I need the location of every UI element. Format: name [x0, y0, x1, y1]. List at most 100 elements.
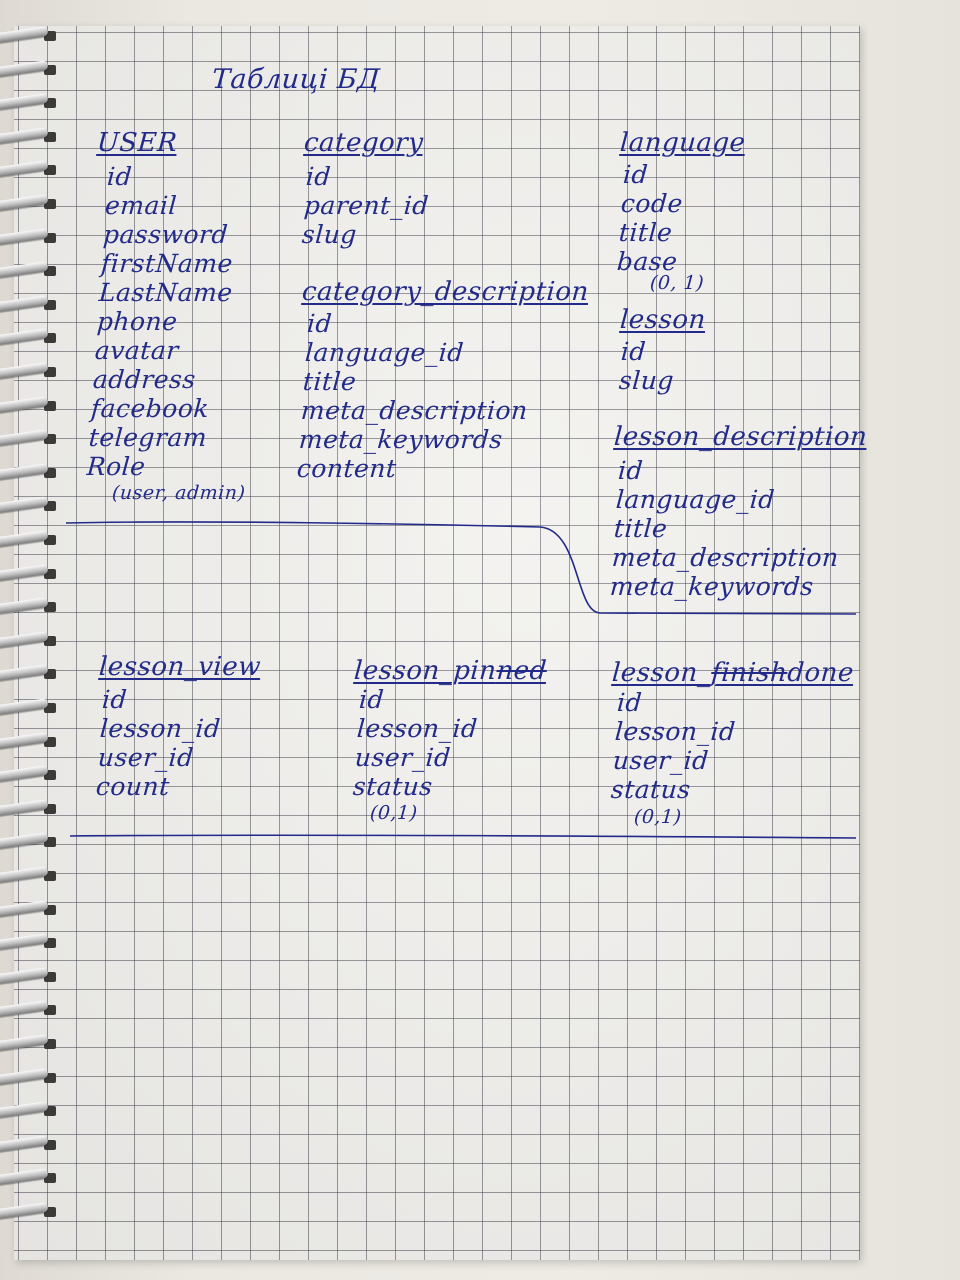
field-category-description-4: meta_keywords [297, 425, 504, 454]
field-lesson-view-1: lesson_id [99, 714, 222, 743]
punch-hole [44, 31, 56, 41]
spiral-ring [0, 26, 68, 44]
field-category-description-2: title [302, 367, 358, 396]
field-category-description-1: language_id [304, 338, 465, 367]
punch-hole [44, 1039, 56, 1049]
spiral-wire [0, 126, 49, 145]
punch-hole [44, 1139, 56, 1150]
field-lesson-pin-1: lesson_id [356, 714, 479, 743]
spiral-wire [0, 1034, 49, 1052]
spiral-wire [0, 933, 49, 952]
spiral-ring [0, 362, 68, 380]
punch-hole [44, 266, 56, 277]
field-lesson-view-0: id [101, 685, 129, 714]
field-lesson-description-4: meta_keywords [608, 572, 815, 601]
spiral-ring [0, 1067, 68, 1086]
spiral-wire [0, 93, 49, 112]
spiral-wire [0, 1101, 49, 1120]
punch-hole [44, 400, 56, 411]
table-name-category-description: category_description [300, 277, 590, 307]
spiral-wire [0, 563, 49, 582]
punch-hole [44, 232, 56, 243]
field-category-1: parent_id [302, 191, 430, 220]
spiral-ring [0, 1101, 68, 1120]
punch-hole [44, 467, 56, 478]
spiral-wire [0, 731, 49, 750]
spiral-wire [0, 630, 49, 649]
spiral-wire [0, 261, 49, 280]
punch-hole [44, 98, 56, 109]
field-category-description-0: id [306, 309, 334, 338]
spiral-ring [0, 698, 68, 716]
page-title: Таблиці БД [210, 64, 382, 95]
field-user-5: phone [95, 307, 179, 336]
spiral-ring [0, 59, 68, 78]
table-name-user: USER [95, 128, 179, 158]
field-lesson-description-0: id [617, 456, 645, 485]
spiral-wire [0, 765, 49, 784]
punch-hole [44, 635, 56, 646]
spiral-wire [0, 1134, 49, 1153]
table-name-lesson-description: lesson_description [612, 422, 869, 452]
user-role-note: (user, admin) [111, 482, 247, 504]
field-lesson-description-1: language_id [615, 485, 776, 514]
field-user-6: avatar [93, 336, 180, 365]
punch-hole [44, 703, 56, 713]
spiral-wire [0, 1202, 49, 1220]
punch-hole [44, 871, 56, 881]
field-user-3: firstName [100, 249, 234, 278]
spiral-wire [0, 160, 49, 179]
spiral-wire [0, 1067, 49, 1086]
spiral-ring [0, 933, 68, 952]
field-user-0: id [106, 162, 134, 191]
spiral-ring [0, 1034, 68, 1052]
field-lesson-done-1: lesson_id [614, 717, 737, 746]
spiral-ring [0, 126, 68, 145]
spiral-wire [0, 227, 49, 246]
spiral-ring [0, 93, 68, 112]
spiral-wire [0, 26, 49, 44]
spiral-wire [0, 462, 49, 481]
field-lesson-description-2: title [612, 514, 669, 543]
punch-hole [44, 535, 56, 545]
punch-hole [44, 803, 56, 814]
field-lesson-done-0: id [616, 688, 644, 717]
punch-hole [44, 64, 56, 75]
lesson-done-struck-word: finish [710, 658, 789, 688]
spiral-wire [0, 1168, 49, 1187]
spiral-ring [0, 1000, 68, 1019]
spiral-wire [0, 362, 49, 380]
field-lesson-1: slug [617, 366, 675, 395]
lesson-done-suffix: done [786, 658, 855, 688]
table-name-lesson-pin: lesson_pinned [353, 656, 548, 686]
spiral-ring [0, 1134, 68, 1153]
spiral-ring [0, 899, 68, 918]
spiral-wire [0, 1000, 49, 1019]
spiral-ring [0, 731, 68, 750]
field-user-2: password [102, 220, 230, 249]
spiral-ring [0, 832, 68, 851]
punch-hole [44, 1106, 56, 1117]
field-category-description-3: meta_description [299, 396, 529, 425]
spiral-wire [0, 966, 49, 985]
lesson-done-prefix: lesson_ [610, 658, 713, 688]
field-lesson-view-3: count [94, 772, 171, 801]
field-lesson-0: id [620, 337, 648, 366]
table-name-language: language [618, 128, 747, 158]
punch-hole [44, 199, 56, 209]
punch-hole [44, 770, 56, 781]
spiral-ring [0, 798, 68, 817]
field-lesson-view-2: user_id [96, 743, 195, 772]
field-category-description-5: content [295, 454, 398, 483]
spiral-wire [0, 328, 49, 347]
punch-hole [44, 367, 56, 377]
field-category-0: id [305, 162, 333, 191]
field-lesson-pin-2: user_id [353, 743, 452, 772]
spiral-ring [0, 294, 68, 313]
